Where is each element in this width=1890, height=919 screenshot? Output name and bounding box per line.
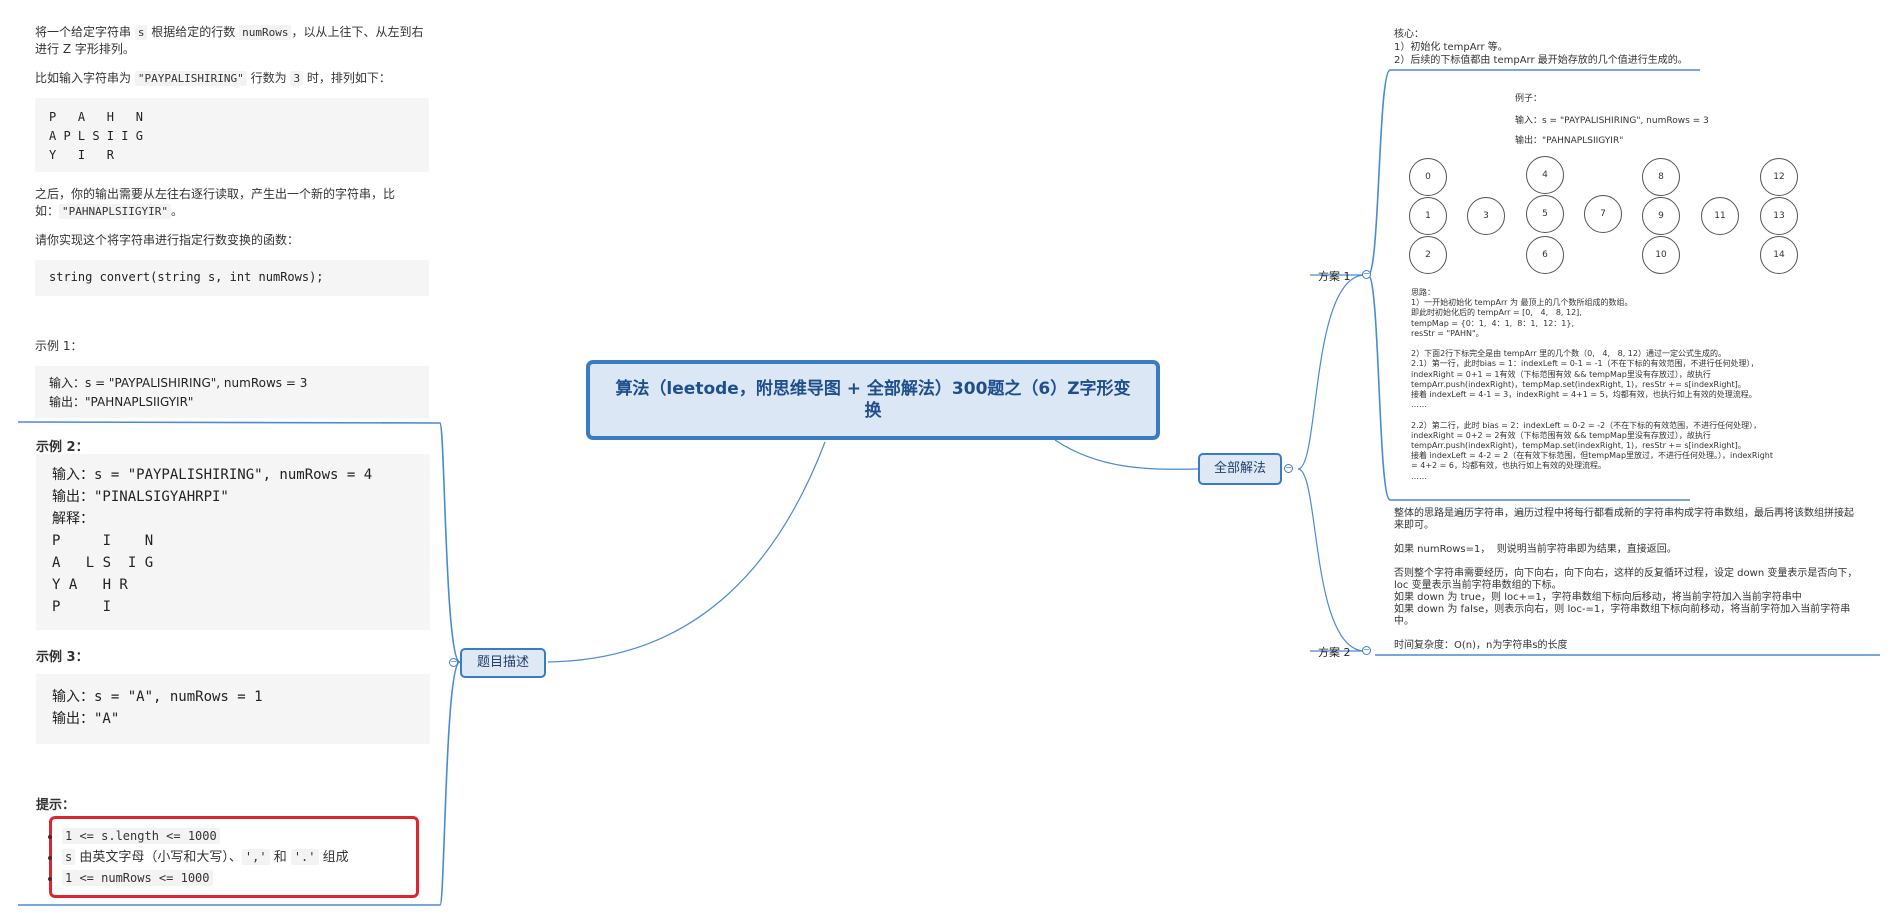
signature-code-block: string convert(string s, int numRows); — [35, 260, 429, 296]
collapse-toggle-plan2[interactable]: − — [1362, 645, 1371, 655]
plan2-description: 整体的思路是遍历字符串，遍历过程中将每行都看成新的字符串构成字符串数组，最后再将… — [1394, 508, 1858, 627]
index-circle: 5 — [1526, 195, 1564, 233]
index-circle: 12 — [1760, 158, 1798, 196]
index-circle: 8 — [1642, 158, 1680, 196]
example2-title: 示例 2： — [36, 440, 89, 455]
hint-item: 1 <= s.length <= 1000 — [62, 826, 436, 847]
root-topic[interactable]: 算法（leetode，附思维导图 + 全部解法）300题之（6）Z字形变换 — [586, 360, 1160, 440]
branch-all-solutions[interactable]: 全部解法 — [1198, 453, 1282, 485]
plan1-example-output: 输出："PAHNAPLSIIGYIR" — [1515, 136, 1624, 146]
hint-list-container: 1 <= s.length <= 1000 s 由英文字母（小写和大写）、','… — [36, 826, 436, 889]
root-title: 算法（leetode，附思维导图 + 全部解法）300题之（6）Z字形变换 — [615, 379, 1131, 421]
collapse-toggle-plan1[interactable]: − — [1362, 269, 1371, 279]
index-circle: 3 — [1467, 197, 1505, 235]
index-circle: 14 — [1760, 236, 1798, 274]
problem-implement: 请你实现这个将字符串进行指定行数变换的函数： — [35, 233, 300, 247]
index-circle: 1 — [1409, 197, 1447, 235]
problem-example-intro: 比如输入字符串为 "PAYPALISHIRING" 行数为 3 时，排列如下： — [35, 71, 391, 86]
hint-item: s 由英文字母（小写和大写）、',' 和 '.' 组成 — [62, 847, 436, 868]
index-circle: 10 — [1642, 236, 1680, 274]
plan2-complexity: 时间复杂度：O(n)，n为字符串s的长度 — [1394, 640, 1568, 651]
hint-title: 提示： — [36, 798, 76, 813]
example1-title: 示例 1： — [35, 339, 83, 353]
index-circle: 13 — [1760, 197, 1798, 235]
zigzag-code-block: P A H N A P L S I I G Y I R — [35, 98, 429, 172]
plan1-thinking: 思路： 1）一开始初始化 tempArr 为 最顶上的几个数所组成的数组。 即此… — [1411, 288, 1773, 481]
example3-code-block: 输入：s = "A", numRows = 1 输出："A" — [36, 674, 430, 744]
branch-problem-description[interactable]: 题目描述 — [460, 648, 546, 678]
collapse-toggle-problem[interactable]: − — [449, 657, 458, 667]
plan1-example-title: 例子： — [1515, 94, 1543, 104]
collapse-toggle-solutions[interactable]: − — [1284, 463, 1293, 473]
hint-box — [49, 816, 419, 898]
example1-code-block: 输入：s = "PAYPALISHIRING", numRows = 3 输出：… — [35, 366, 429, 418]
branch-solutions-label: 全部解法 — [1213, 461, 1266, 476]
index-circle: 11 — [1701, 197, 1739, 235]
index-circle: 7 — [1584, 195, 1622, 233]
problem-intro: 将一个给定字符串 s 根据给定的行数 numRows，以从上往下、从左到右进行 … — [35, 25, 424, 56]
branch-problem-label: 题目描述 — [476, 655, 529, 670]
example3-title: 示例 3： — [36, 650, 89, 665]
index-circle: 9 — [1642, 197, 1680, 235]
hint-list: 1 <= s.length <= 1000 s 由英文字母（小写和大写）、','… — [36, 826, 436, 889]
plan1-example-input: 输入：s = "PAYPALISHIRING", numRows = 3 — [1515, 116, 1709, 126]
index-circle: 0 — [1409, 158, 1447, 196]
plan1-core: 核心： 1）初始化 tempArr 等。 2）后续的下标值都由 tempArr … — [1394, 29, 1688, 66]
example2-code-block: 输入：s = "PAYPALISHIRING", numRows = 4 输出：… — [36, 454, 430, 630]
plan1-label[interactable]: 方案 1 — [1318, 270, 1351, 283]
index-circle: 6 — [1526, 236, 1564, 274]
plan2-label[interactable]: 方案 2 — [1318, 646, 1351, 659]
problem-output-desc: 之后，你的输出需要从左往右逐行读取，产生出一个新的字符串，比如："PAHNAPL… — [35, 187, 396, 219]
hint-item: 1 <= numRows <= 1000 — [62, 868, 436, 889]
index-circle: 2 — [1409, 236, 1447, 274]
index-circle: 4 — [1526, 156, 1564, 194]
